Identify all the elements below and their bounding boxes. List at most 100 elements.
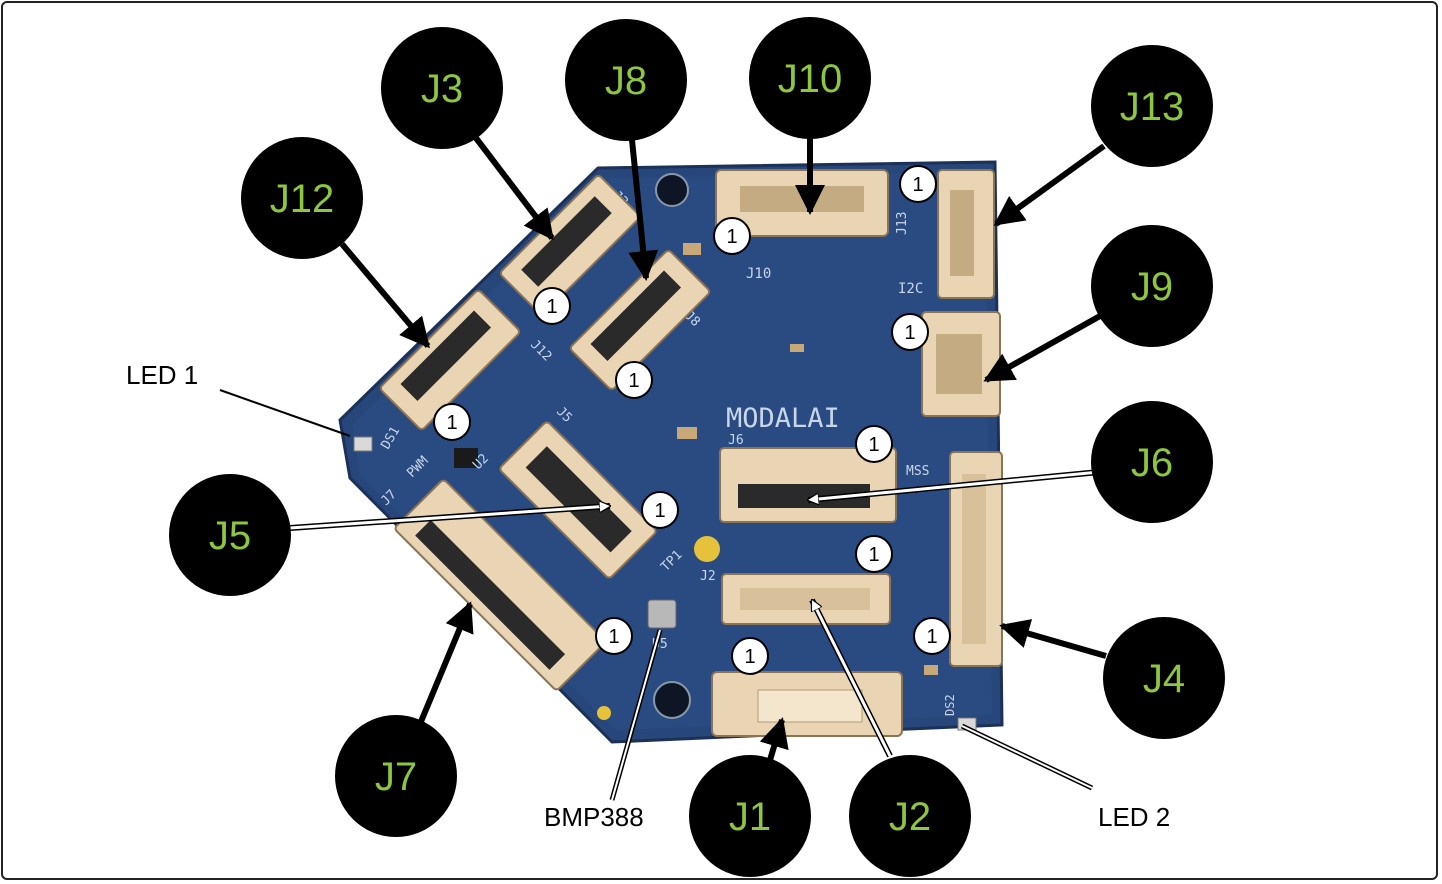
callout-j1: J1 <box>689 755 811 877</box>
arrow-j12 <box>339 242 431 349</box>
pin1-marker: 1 <box>595 617 633 655</box>
led1-component <box>353 436 373 452</box>
pin1-marker: 1 <box>731 637 769 675</box>
pin1-marker: 1 <box>433 403 471 441</box>
svg-text:J3: J3 <box>421 67 463 111</box>
connector-j1-slot <box>757 689 863 723</box>
mounting-hole <box>653 681 691 719</box>
svg-text:J2: J2 <box>889 795 931 839</box>
connector-j13-slot <box>950 190 974 276</box>
callout-lines <box>219 136 1121 801</box>
mounting-hole <box>655 173 689 207</box>
arrow-j9 <box>983 313 1102 383</box>
pin1-marker: 1 <box>913 617 951 655</box>
leader-bmp388 <box>611 629 661 801</box>
connector-j2-slot <box>740 588 870 610</box>
smd-part <box>683 243 701 255</box>
connector-j10-slot <box>740 186 864 212</box>
pin1-marker: 1 <box>533 287 571 325</box>
svg-text:1: 1 <box>868 544 879 566</box>
arrow-j5 <box>289 506 610 530</box>
arrow-j1 <box>759 717 789 761</box>
pin1-marker: 1 <box>855 425 893 463</box>
callout-j9: J9 <box>1091 225 1213 347</box>
u2-chip <box>454 448 478 468</box>
bmp388-sensor-chip <box>647 599 677 629</box>
svg-text:J12: J12 <box>270 177 335 221</box>
label-led1: LED 1 <box>126 360 198 390</box>
arrow-j3 <box>473 136 555 241</box>
svg-text:1: 1 <box>446 412 457 434</box>
pin1-marker: 1 <box>855 535 893 573</box>
silk-mark: MSS <box>906 464 929 479</box>
svg-text:J13: J13 <box>1120 85 1185 129</box>
svg-text:1: 1 <box>654 500 665 522</box>
arrow-j8 <box>628 139 659 281</box>
svg-text:1: 1 <box>546 296 557 318</box>
silk-mark: J6 <box>728 433 744 448</box>
svg-text:1: 1 <box>904 322 915 344</box>
svg-text:J6: J6 <box>1131 441 1173 485</box>
svg-text:1: 1 <box>608 626 619 648</box>
svg-text:J5: J5 <box>209 514 251 558</box>
svg-text:1: 1 <box>628 370 639 392</box>
connector-j3 <box>499 174 641 316</box>
svg-text:J7: J7 <box>375 755 417 799</box>
svg-text:1: 1 <box>744 646 755 668</box>
callout-j3: J3 <box>381 27 503 149</box>
connector-j4-slot <box>962 474 986 644</box>
svg-text:1: 1 <box>926 626 937 648</box>
callout-j7: J7 <box>335 715 457 837</box>
arrow-j13 <box>993 143 1106 227</box>
silk-mark: J10 <box>746 266 771 282</box>
connectors <box>379 169 1003 737</box>
svg-text:1: 1 <box>726 226 737 248</box>
arrow-j2 <box>810 600 892 757</box>
pcb-board <box>338 160 1004 744</box>
callout-j2: J2 <box>849 755 971 877</box>
connector-j8 <box>569 249 711 391</box>
callout-j8: J8 <box>565 19 687 141</box>
smd-part <box>677 427 697 439</box>
gold-pad <box>597 706 611 720</box>
silk-mark: J13 <box>895 212 910 235</box>
component-labels: LED 1 BMP388 LED 2 <box>126 360 1170 832</box>
svg-text:J10: J10 <box>778 57 843 101</box>
label-led2: LED 2 <box>1098 802 1170 832</box>
silk-mark: I2C <box>898 281 923 297</box>
connector-j5 <box>499 421 657 579</box>
silk-brand: MODALAI <box>726 403 840 434</box>
callout-j5: J5 <box>169 474 291 596</box>
leader-led1 <box>219 389 351 437</box>
pin1-marker: 1 <box>615 361 653 399</box>
connector-callouts: J3 J8 J10 J13 J12 J9 J6 J5 J4 J7 J1 J2 <box>169 17 1225 877</box>
arrow-j6 <box>808 468 1121 500</box>
pin1-marker: 1 <box>891 313 929 351</box>
connector-j7 <box>394 479 606 691</box>
svg-text:1: 1 <box>868 434 879 456</box>
connector-j9-slot <box>936 334 982 394</box>
svg-text:1: 1 <box>912 174 923 196</box>
label-bmp388: BMP388 <box>544 802 644 832</box>
svg-text:J1: J1 <box>729 795 771 839</box>
leader-led2 <box>961 725 1093 789</box>
callout-j10: J10 <box>749 17 871 139</box>
smd-part <box>790 344 804 352</box>
callout-j12: J12 <box>241 137 363 259</box>
callout-j13: J13 <box>1091 45 1213 167</box>
svg-text:J8: J8 <box>605 59 647 103</box>
test-point-pad <box>694 536 720 562</box>
arrow-j7 <box>417 601 474 726</box>
pin1-marker: 1 <box>713 217 751 255</box>
pin1-marker: 1 <box>641 491 679 529</box>
silk-mark: J2 <box>700 569 716 584</box>
pin1-marker: 1 <box>899 165 937 203</box>
svg-text:J9: J9 <box>1131 265 1173 309</box>
callout-j4: J4 <box>1103 617 1225 739</box>
smd-part <box>924 665 938 675</box>
silk-mark: DS2 <box>943 694 957 716</box>
pin1-markers: 1 1 1 1 1 1 1 1 1 1 1 1 <box>433 165 951 675</box>
arrow-j4 <box>999 619 1107 659</box>
svg-text:J4: J4 <box>1143 657 1185 701</box>
